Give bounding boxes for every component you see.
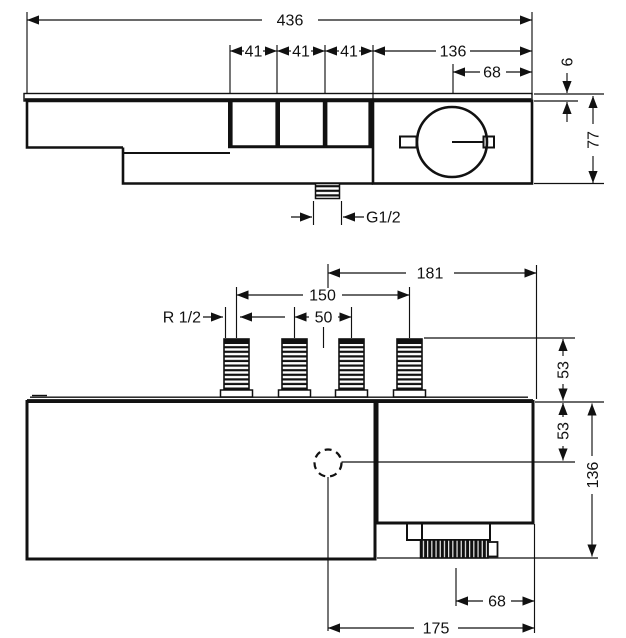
supply-studs [219, 338, 427, 398]
dim-label-body-height: 77 [586, 131, 603, 149]
supply-stud-flange [277, 389, 312, 398]
dim-inlet-thread: R 1/2 [163, 307, 285, 338]
supply-stud-cap [224, 339, 249, 344]
dim-label-center-to-right-edge: 175 [423, 621, 450, 638]
supply-stud-flange [219, 389, 254, 398]
plan-extension-lines [327, 337, 604, 633]
dim-label-stud-height: 53 [556, 361, 573, 379]
dim-label-stud-pitch: 50 [315, 310, 333, 327]
lower-housing [121, 147, 373, 185]
dim-center-to-right: 181 [327, 264, 538, 399]
front-view-body [23, 92, 534, 200]
dim-label-outlet-thread: G1/2 [366, 210, 401, 227]
dim-body-height: 77 [534, 96, 604, 185]
dim-label-stud-span: 150 [309, 288, 336, 305]
dim-label-center-to-right: 181 [417, 266, 444, 283]
dim-label-dial-to-edge: 68 [483, 65, 501, 82]
dim-label-knob-to-edge: 68 [488, 594, 506, 611]
dim-label-spacing-3: 41 [340, 44, 358, 61]
temperature-knob [406, 522, 499, 559]
supply-stud-cap [282, 339, 307, 344]
supply-stud-cap [339, 339, 364, 344]
concealed-outlet-circle [313, 448, 343, 478]
supply-stud [396, 338, 423, 391]
plan-view: 181 150 50 R 1/2 [25, 264, 604, 638]
button-divider [228, 101, 233, 147]
dim-label-inlet-thread: R 1/2 [163, 310, 201, 327]
supply-stud [281, 338, 308, 391]
dim-button-spacing-row: 41 41 41 136 [229, 44, 532, 99]
knob-end-cap [487, 541, 499, 558]
dim-label-shelf-thickness: 6 [560, 57, 577, 66]
dim-center-to-right-edge: 175 [328, 621, 535, 638]
dim-stud-span: 150 [235, 287, 411, 338]
dim-label-depth: 136 [585, 462, 602, 489]
supply-stud-flange [334, 389, 369, 398]
body-bar [25, 99, 373, 149]
supply-stud-flange [392, 389, 427, 398]
dial-right-tab [482, 135, 495, 149]
dial-left-tab [399, 135, 418, 149]
dim-top-to-center: 53 [556, 403, 573, 461]
supply-stud [338, 338, 365, 391]
knob-knurled-grip [419, 539, 489, 559]
button-divider [368, 101, 373, 147]
dim-label-top-to-center: 53 [556, 422, 573, 440]
supply-stud [223, 338, 250, 391]
button-divider [275, 101, 280, 147]
dim-label-overall-width: 436 [277, 13, 304, 30]
dim-overall-width: 436 [26, 12, 533, 95]
thermostat-housing-front [371, 99, 534, 185]
dim-label-dial-span: 136 [440, 44, 467, 61]
supply-stud-cap [397, 339, 422, 344]
dim-depth: 136 [585, 403, 602, 557]
dim-dial-to-edge: 68 [452, 64, 532, 94]
dim-stud-pitch: 50 [293, 307, 353, 348]
dim-stud-height: 53 [556, 339, 573, 401]
dim-label-spacing-2: 41 [292, 44, 310, 61]
shelf-plate-plan [25, 400, 377, 561]
dim-shelf-thickness: 6 [534, 57, 604, 122]
dim-label-spacing-1: 41 [245, 44, 263, 61]
plan-view-body [25, 338, 535, 561]
dim-knob-to-edge: 68 [456, 594, 535, 611]
knob-housing [406, 522, 491, 541]
outlet-nipple [314, 182, 341, 200]
dim-outlet-thread: G1/2 [291, 201, 401, 227]
button-divider [322, 101, 328, 147]
shelf-plate-edge [24, 98, 532, 101]
front-view: 436 41 41 41 136 68 [23, 12, 604, 227]
